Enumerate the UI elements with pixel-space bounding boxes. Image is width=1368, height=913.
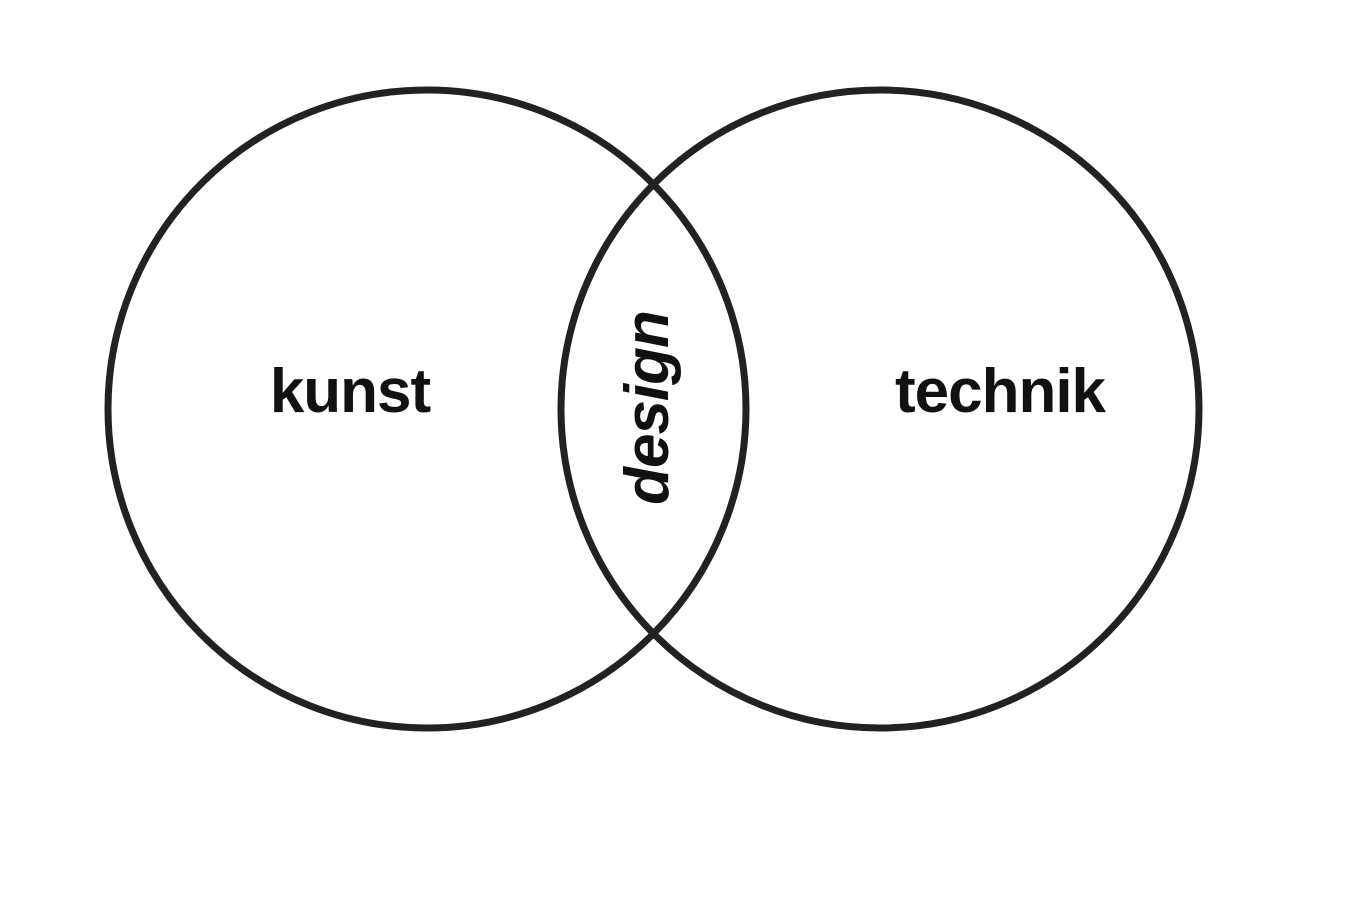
label-kunst: kunst [270, 357, 431, 426]
label-design: design [613, 311, 682, 505]
circle-kunst [104, 86, 750, 732]
circle-technik [557, 86, 1203, 732]
label-technik: technik [895, 357, 1107, 426]
